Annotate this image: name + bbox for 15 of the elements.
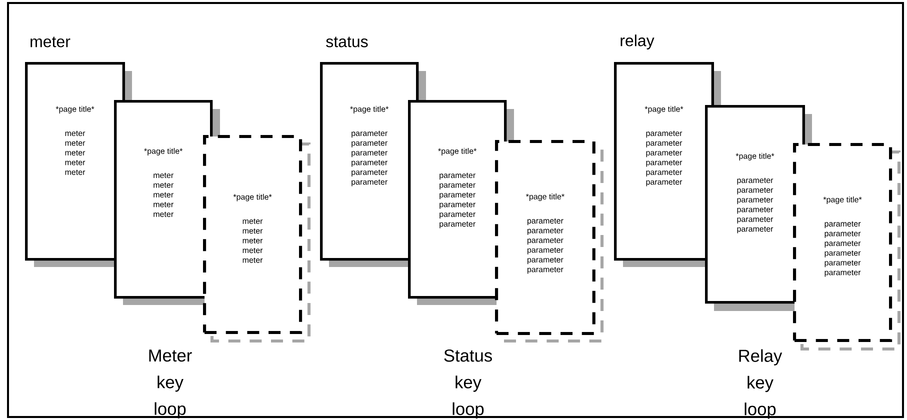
page-box: *page title* parameter parameter parameter parameter parameter parameter — [793, 143, 892, 342]
group-heading: relay — [620, 34, 654, 50]
page-box: *page title* parameter parameter parameter parameter parameter parameter — [320, 62, 419, 261]
group-heading: status — [326, 36, 368, 48]
loop-label: Meter key loop — [149, 350, 192, 418]
loop-label: Status key loop — [444, 349, 492, 418]
page-box: *page title* parameter parameter parameter parameter parameter parameter — [614, 62, 714, 261]
group-heading: meter — [30, 36, 70, 48]
page-box: *page title* meter meter meter meter meter — [203, 135, 302, 334]
page-box: *page title* parameter parameter parameter parameter parameter parameter — [495, 140, 596, 336]
page-box: *page title* meter meter meter meter meter — [114, 100, 213, 299]
page-box: *page title* parameter parameter parameter parameter parameter parameter — [408, 100, 507, 299]
page-box: *page title* meter meter meter meter meter — [25, 62, 126, 261]
loop-label: Relay key loop — [739, 349, 782, 419]
page-box: *page title* parameter parameter parameter parameter parameter parameter — [705, 105, 805, 304]
